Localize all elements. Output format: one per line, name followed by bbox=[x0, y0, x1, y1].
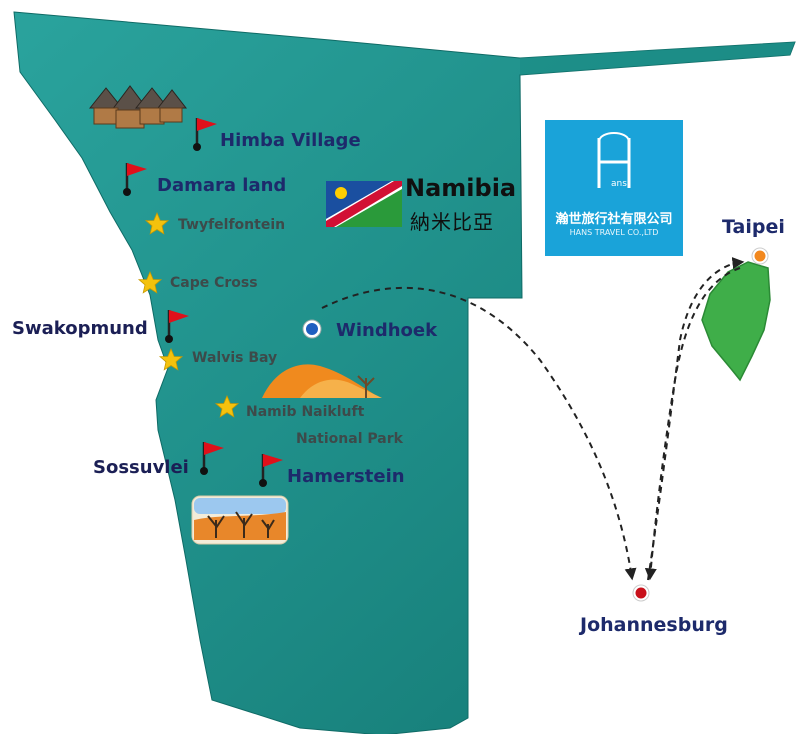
label-namib-naikluft: Namib Naikluft bbox=[246, 404, 365, 420]
label-windhoek: Windhoek bbox=[336, 320, 438, 341]
route-taipei-johannesburg bbox=[644, 267, 741, 581]
johannesburg-marker-icon bbox=[632, 584, 650, 602]
label-johannesburg: Johannesburg bbox=[580, 614, 728, 636]
sand-dune-icon bbox=[262, 364, 382, 398]
logo-text-cn: 瀚世旅行社有限公司 bbox=[555, 212, 673, 227]
hut-village-icon bbox=[88, 85, 188, 129]
namibia-map-shape bbox=[13, 11, 796, 734]
label-walvis-bay: Walvis Bay bbox=[192, 350, 278, 366]
label-hamerstein: Hamerstein bbox=[287, 466, 405, 487]
route-windhoek-johannesburg bbox=[321, 286, 637, 581]
namibia-flag-icon bbox=[326, 181, 402, 227]
deadvlei-tree-icon bbox=[191, 495, 289, 545]
logo-text-en: HANS TRAVEL CO.,LTD bbox=[569, 228, 659, 237]
taipei-marker-icon bbox=[751, 247, 769, 265]
label-cape-cross: Cape Cross bbox=[170, 275, 258, 291]
label-himba-village: Himba Village bbox=[220, 130, 361, 151]
windhoek-capital-icon bbox=[302, 319, 322, 339]
label-national-park: National Park bbox=[296, 431, 403, 447]
label-twyfelfontein: Twyfelfontein bbox=[178, 217, 286, 233]
label-swakopmund: Swakopmund bbox=[12, 318, 148, 339]
label-namibia-cn: 納米比亞 bbox=[410, 210, 494, 234]
taiwan-shape bbox=[701, 261, 771, 382]
label-sossusvlei: Sossuvlei bbox=[93, 457, 189, 478]
svg-text:ans: ans bbox=[611, 179, 627, 189]
label-taipei: Taipei bbox=[722, 216, 785, 238]
label-damara-land: Damara land bbox=[157, 175, 287, 196]
label-namibia: Namibia bbox=[405, 174, 517, 202]
hans-travel-logo: ans 瀚世旅行社有限公司 HANS TRAVEL CO.,LTD bbox=[545, 120, 683, 256]
hans-logo-mark-icon: ans bbox=[597, 132, 631, 189]
